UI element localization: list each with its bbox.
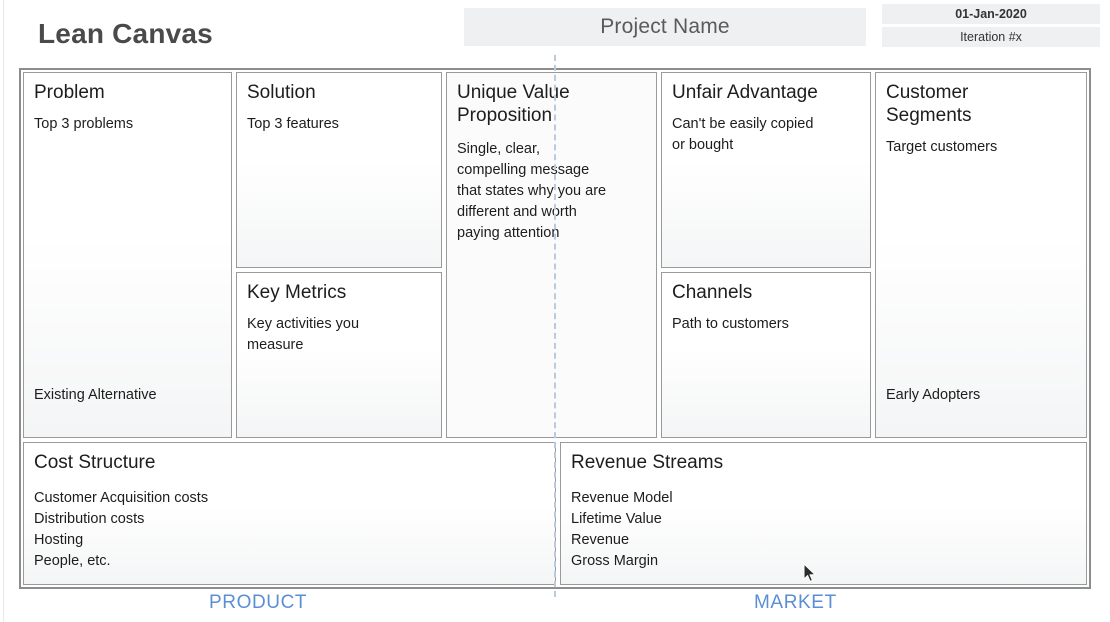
cell-revenue-streams-title: Revenue Streams bbox=[571, 452, 724, 473]
canvas-bottom-row: Cost Structure Customer Acquisition cost… bbox=[21, 440, 1089, 587]
cell-key-metrics-title: Key Metrics bbox=[247, 282, 347, 303]
page-edge-divider bbox=[3, 0, 4, 622]
column-problem: Problem Top 3 problems Existing Alternat… bbox=[21, 70, 234, 440]
product-market-divider bbox=[554, 55, 556, 597]
page-title: Lean Canvas bbox=[38, 18, 213, 49]
cell-unique-value-proposition[interactable]: Unique Value Proposition Single, clear, … bbox=[446, 72, 657, 438]
project-name-value: Project Name bbox=[600, 15, 730, 38]
cell-channels[interactable]: Channels Path to customers bbox=[661, 272, 871, 438]
column-cost-structure: Cost Structure Customer Acquisition cost… bbox=[21, 440, 558, 587]
iteration-field[interactable]: Iteration #x bbox=[882, 27, 1100, 47]
column-uvp: Unique Value Proposition Single, clear, … bbox=[444, 70, 659, 440]
revenue-streams-list: Revenue Model Lifetime Value Revenue Gro… bbox=[571, 488, 1076, 572]
cell-cost-structure[interactable]: Cost Structure Customer Acquisition cost… bbox=[23, 442, 556, 585]
footer-labels: PRODUCT MARKET bbox=[19, 592, 1091, 618]
project-name-field[interactable]: Project Name bbox=[464, 8, 866, 46]
cell-solution-body: Top 3 features bbox=[247, 116, 339, 132]
cell-channels-body: Path to customers bbox=[672, 316, 789, 332]
cell-problem-title: Problem bbox=[34, 82, 105, 103]
list-item: Revenue Model bbox=[571, 490, 673, 506]
column-unfair-channels: Unfair Advantage Can't be easily copied … bbox=[659, 70, 873, 440]
cell-cost-structure-title: Cost Structure bbox=[34, 452, 156, 473]
cell-problem-body: Top 3 problems bbox=[34, 116, 134, 132]
list-item: Customer Acquisition costs bbox=[34, 490, 209, 506]
list-item: Gross Margin bbox=[571, 553, 659, 569]
cell-problem[interactable]: Problem Top 3 problems Existing Alternat… bbox=[23, 72, 232, 438]
list-item: People, etc. bbox=[34, 553, 111, 569]
canvas-meta-block: 01-Jan-2020 Iteration #x bbox=[882, 4, 1100, 50]
canvas-top-row: Problem Top 3 problems Existing Alternat… bbox=[21, 70, 1089, 440]
column-revenue-streams: Revenue Streams Revenue Model Lifetime V… bbox=[558, 440, 1089, 587]
product-label: PRODUCT bbox=[209, 592, 308, 613]
list-item: Hosting bbox=[34, 532, 84, 548]
cell-revenue-streams[interactable]: Revenue Streams Revenue Model Lifetime V… bbox=[560, 442, 1087, 585]
date-field[interactable]: 01-Jan-2020 bbox=[882, 4, 1100, 24]
cell-key-metrics-body: Key activities you measure bbox=[247, 316, 360, 353]
list-item: Distribution costs bbox=[34, 511, 145, 527]
column-solution-metrics: Solution Top 3 features Key Metrics Key … bbox=[234, 70, 444, 440]
cell-solution-title: Solution bbox=[247, 82, 316, 103]
cell-unfair-advantage[interactable]: Unfair Advantage Can't be easily copied … bbox=[661, 72, 871, 268]
cell-unfair-advantage-body: Can't be easily copied or bought bbox=[672, 116, 814, 153]
cell-key-metrics[interactable]: Key Metrics Key activities you measure bbox=[236, 272, 442, 438]
cell-customer-segments[interactable]: Customer Segments Target customers Early… bbox=[875, 72, 1087, 438]
cost-structure-list: Customer Acquisition costs Distribution … bbox=[34, 488, 545, 572]
cell-uvp-body: Single, clear, compelling message that s… bbox=[457, 141, 607, 241]
cell-customer-segments-body: Target customers bbox=[886, 139, 998, 155]
list-item: Lifetime Value bbox=[571, 511, 662, 527]
cell-solution[interactable]: Solution Top 3 features bbox=[236, 72, 442, 268]
cell-unfair-advantage-title: Unfair Advantage bbox=[672, 82, 818, 103]
cell-customer-segments-footer: Early Adopters bbox=[886, 387, 981, 403]
market-label: MARKET bbox=[754, 592, 837, 613]
canvas-header: Lean Canvas Project Name 01-Jan-2020 Ite… bbox=[0, 0, 1110, 62]
list-item: Revenue bbox=[571, 532, 630, 548]
cell-problem-footer: Existing Alternative bbox=[34, 387, 157, 403]
cell-customer-segments-title: Customer Segments bbox=[886, 82, 972, 126]
column-customer-segments: Customer Segments Target customers Early… bbox=[873, 70, 1089, 440]
cell-uvp-title: Unique Value Proposition bbox=[457, 82, 570, 126]
cell-channels-title: Channels bbox=[672, 282, 753, 303]
